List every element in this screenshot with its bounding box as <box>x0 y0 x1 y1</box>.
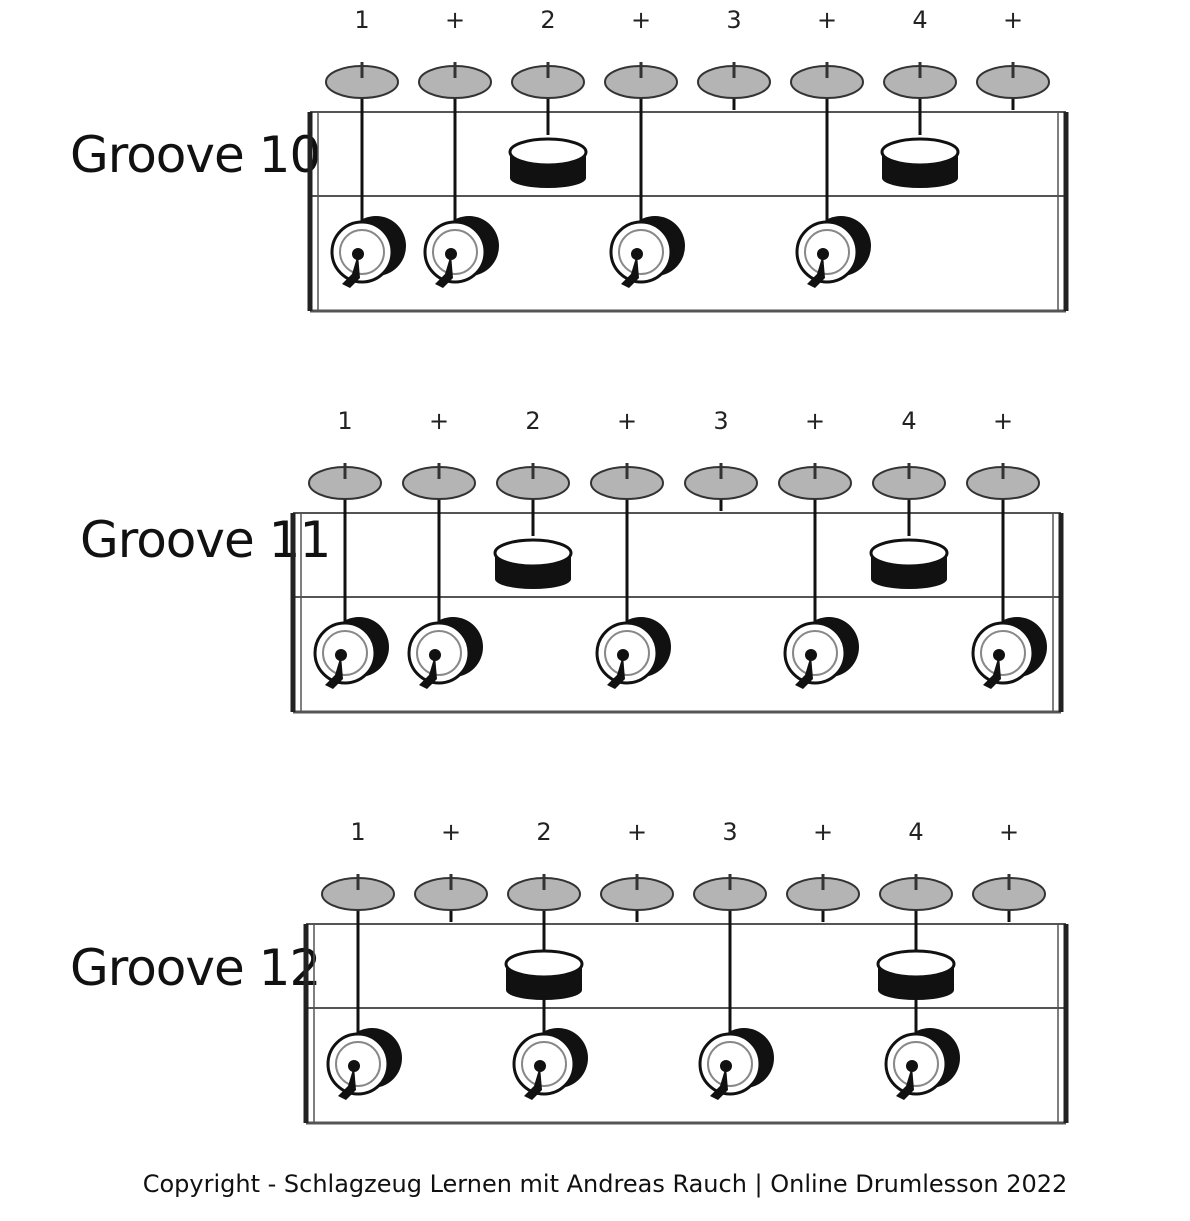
count-label: 3 <box>713 407 728 435</box>
count-label: 3 <box>726 6 741 34</box>
count-label: 4 <box>908 818 923 846</box>
snare-drum-icon <box>880 137 960 188</box>
groove-10: Groove 10 1 +2 +3 +4 + <box>70 6 1069 313</box>
bass-drum-icon <box>330 216 406 288</box>
count-label: 2 <box>525 407 540 435</box>
count-label: + <box>445 6 465 34</box>
hihat-cymbal-icon <box>966 463 1040 500</box>
count-label: + <box>813 818 833 846</box>
count-label: 2 <box>536 818 551 846</box>
bass-drum-icon <box>407 617 483 689</box>
hihat-cymbal-icon <box>778 463 852 500</box>
bass-drum-icon <box>423 216 499 288</box>
count-label: + <box>617 407 637 435</box>
hihat-cymbal-icon <box>308 463 382 500</box>
hihat-cymbal-icon <box>418 62 492 99</box>
groove-12: Groove 12 1 +2 +3 +4 + <box>70 818 1069 1125</box>
hihat-cymbal-icon <box>872 463 946 500</box>
count-label: + <box>441 818 461 846</box>
count-label: + <box>999 818 1019 846</box>
hihat-cymbal-icon <box>786 874 860 911</box>
count-label: 1 <box>354 6 369 34</box>
count-label: 4 <box>912 6 927 34</box>
hihat-cymbal-icon <box>976 62 1050 99</box>
groove-title: Groove 11 <box>80 511 330 569</box>
count-label: + <box>429 407 449 435</box>
bass-drum-icon <box>595 617 671 689</box>
bass-drum-icon <box>698 1028 774 1100</box>
count-label: + <box>993 407 1013 435</box>
count-label: 3 <box>722 818 737 846</box>
snare-drum-icon <box>508 137 588 188</box>
count-label: + <box>631 6 651 34</box>
hihat-cymbal-icon <box>321 874 395 911</box>
snare-drum-icon <box>504 949 584 1000</box>
hihat-cymbal-icon <box>496 463 570 500</box>
bass-drum-icon <box>783 617 859 689</box>
copyright-footer: Copyright - Schlagzeug Lernen mit Andrea… <box>143 1170 1068 1198</box>
groove-11: Groove 11 1 +2 +3 +4 + <box>80 407 1064 714</box>
bass-drum-icon <box>795 216 871 288</box>
hihat-cymbal-icon <box>697 62 771 99</box>
staff-frame <box>290 512 1064 714</box>
count-label: 2 <box>540 6 555 34</box>
count-label: 1 <box>350 818 365 846</box>
hihat-cymbal-icon <box>402 463 476 500</box>
hihat-cymbal-icon <box>972 874 1046 911</box>
hihat-cymbal-icon <box>879 874 953 911</box>
hihat-cymbal-icon <box>590 463 664 500</box>
bass-drum-icon <box>313 617 389 689</box>
count-label: + <box>1003 6 1023 34</box>
count-label: 4 <box>901 407 916 435</box>
groove-title: Groove 12 <box>70 939 320 997</box>
bass-drum-icon <box>971 617 1047 689</box>
hihat-cymbal-icon <box>790 62 864 99</box>
hihat-cymbal-icon <box>604 62 678 99</box>
bass-drum-icon <box>512 1028 588 1100</box>
staff-frame <box>307 111 1069 313</box>
staff-frame <box>303 923 1069 1125</box>
snare-drum-icon <box>869 538 949 589</box>
hihat-cymbal-icon <box>600 874 674 911</box>
groove-title: Groove 10 <box>70 126 320 184</box>
hihat-cymbal-icon <box>414 874 488 911</box>
bass-drum-icon <box>609 216 685 288</box>
snare-drum-icon <box>493 538 573 589</box>
count-label: + <box>805 407 825 435</box>
hihat-cymbal-icon <box>325 62 399 99</box>
count-label: + <box>627 818 647 846</box>
snare-drum-icon <box>876 949 956 1000</box>
hihat-cymbal-icon <box>684 463 758 500</box>
hihat-cymbal-icon <box>693 874 767 911</box>
bass-drum-icon <box>326 1028 402 1100</box>
bass-drum-icon <box>884 1028 960 1100</box>
hihat-cymbal-icon <box>883 62 957 99</box>
hihat-cymbal-icon <box>511 62 585 99</box>
hihat-cymbal-icon <box>507 874 581 911</box>
count-label: + <box>817 6 837 34</box>
count-label: 1 <box>337 407 352 435</box>
